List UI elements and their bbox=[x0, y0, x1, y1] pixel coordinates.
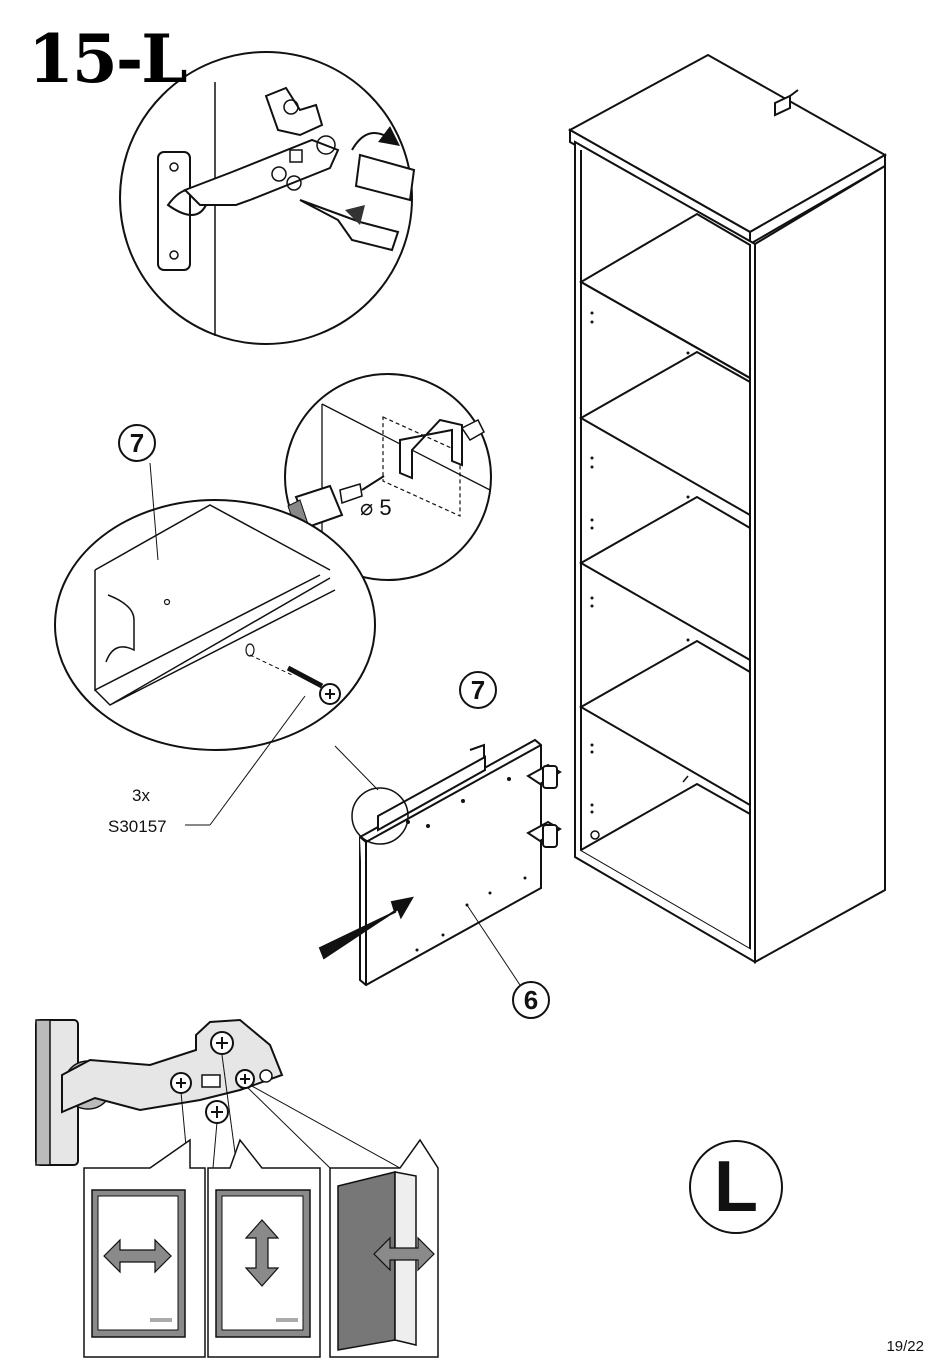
side-marker-letter: L bbox=[690, 1141, 782, 1233]
part-label-panel: 6 bbox=[517, 987, 545, 1013]
adjustment-box-side bbox=[84, 1140, 205, 1357]
part-label-door: 7 bbox=[464, 677, 492, 703]
hinge-icon bbox=[36, 1020, 282, 1165]
step-title: 15-L bbox=[28, 26, 186, 92]
door-panel bbox=[360, 740, 560, 985]
diameter-symbol: ⌀ bbox=[360, 495, 373, 520]
adjustment-box-height bbox=[208, 1140, 320, 1357]
bookcase-illustration bbox=[570, 55, 885, 962]
drill-diameter: ⌀ 5 bbox=[360, 495, 392, 521]
diameter-value: 5 bbox=[379, 495, 391, 520]
adjustment-box-depth bbox=[330, 1140, 438, 1357]
screw-quantity: 3x bbox=[132, 786, 150, 806]
page-number: 19/22 bbox=[886, 1338, 924, 1355]
screw-part-code: S30157 bbox=[108, 817, 167, 837]
part-label-top: 7 bbox=[123, 430, 151, 456]
